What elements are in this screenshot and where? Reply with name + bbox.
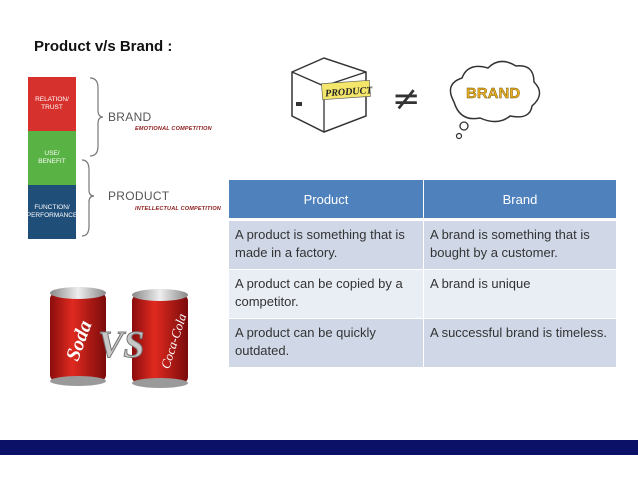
product-sub-label: INTELLECTUAL COMPETITION xyxy=(135,206,221,212)
table-cell: A brand is something that is bought by a… xyxy=(423,219,617,270)
table-cell: A product is something that is made in a… xyxy=(228,219,424,270)
product-box-icon xyxy=(291,57,371,133)
product-not-equal-brand-sketch: PRODUCT ≠ BRAND xyxy=(291,57,541,140)
table-cell: A brand is unique xyxy=(423,269,617,319)
not-equal-sign: ≠ xyxy=(392,79,421,119)
brand-sub-label: EMOTIONAL COMPETITION xyxy=(135,126,212,132)
brand-bracket xyxy=(89,77,104,157)
table-row: A product can be copied by a competitor.… xyxy=(228,269,617,319)
vs-text: VS xyxy=(98,324,144,366)
table-cell: A product can be quickly outdated. xyxy=(228,318,424,368)
table-row: A product is something that is made in a… xyxy=(228,219,617,270)
cloud-text: BRAND xyxy=(466,85,520,102)
use-benefit-segment: USE/ BENEFIT xyxy=(28,131,76,185)
table-row: A product can be quickly outdated. A suc… xyxy=(228,318,617,368)
function-performance-segment: FUNCTION/ PERFORMANCE xyxy=(27,185,77,239)
product-vs-brand-table: Product Brand A product is something tha… xyxy=(228,179,617,368)
relation-trust-segment: RELATION/ TRUST xyxy=(28,77,76,131)
column-header-brand: Brand xyxy=(423,179,617,221)
table-cell: A successful brand is timeless. xyxy=(423,318,617,368)
product-label: PRODUCT xyxy=(108,189,170,203)
soda-can-icon xyxy=(50,287,106,386)
table-cell: A product can be copied by a competitor. xyxy=(228,269,424,319)
column-header-product: Product xyxy=(228,179,424,221)
box-text: PRODUCT xyxy=(325,85,374,99)
brand-product-stack: RELATION/ TRUST USE/ BENEFIT FUNCTION/ P… xyxy=(27,77,78,239)
slide-title: Product v/s Brand : xyxy=(34,38,173,55)
brand-label: BRAND xyxy=(108,110,152,124)
soda-vs-cola-cans-image: Soda Coca-Cola VS xyxy=(50,287,190,388)
footer-bar xyxy=(0,440,638,455)
table-header-row: Product Brand xyxy=(228,179,617,221)
brand-cloud-icon xyxy=(449,60,541,140)
cola-can-icon xyxy=(132,289,188,388)
product-bracket xyxy=(81,159,95,237)
